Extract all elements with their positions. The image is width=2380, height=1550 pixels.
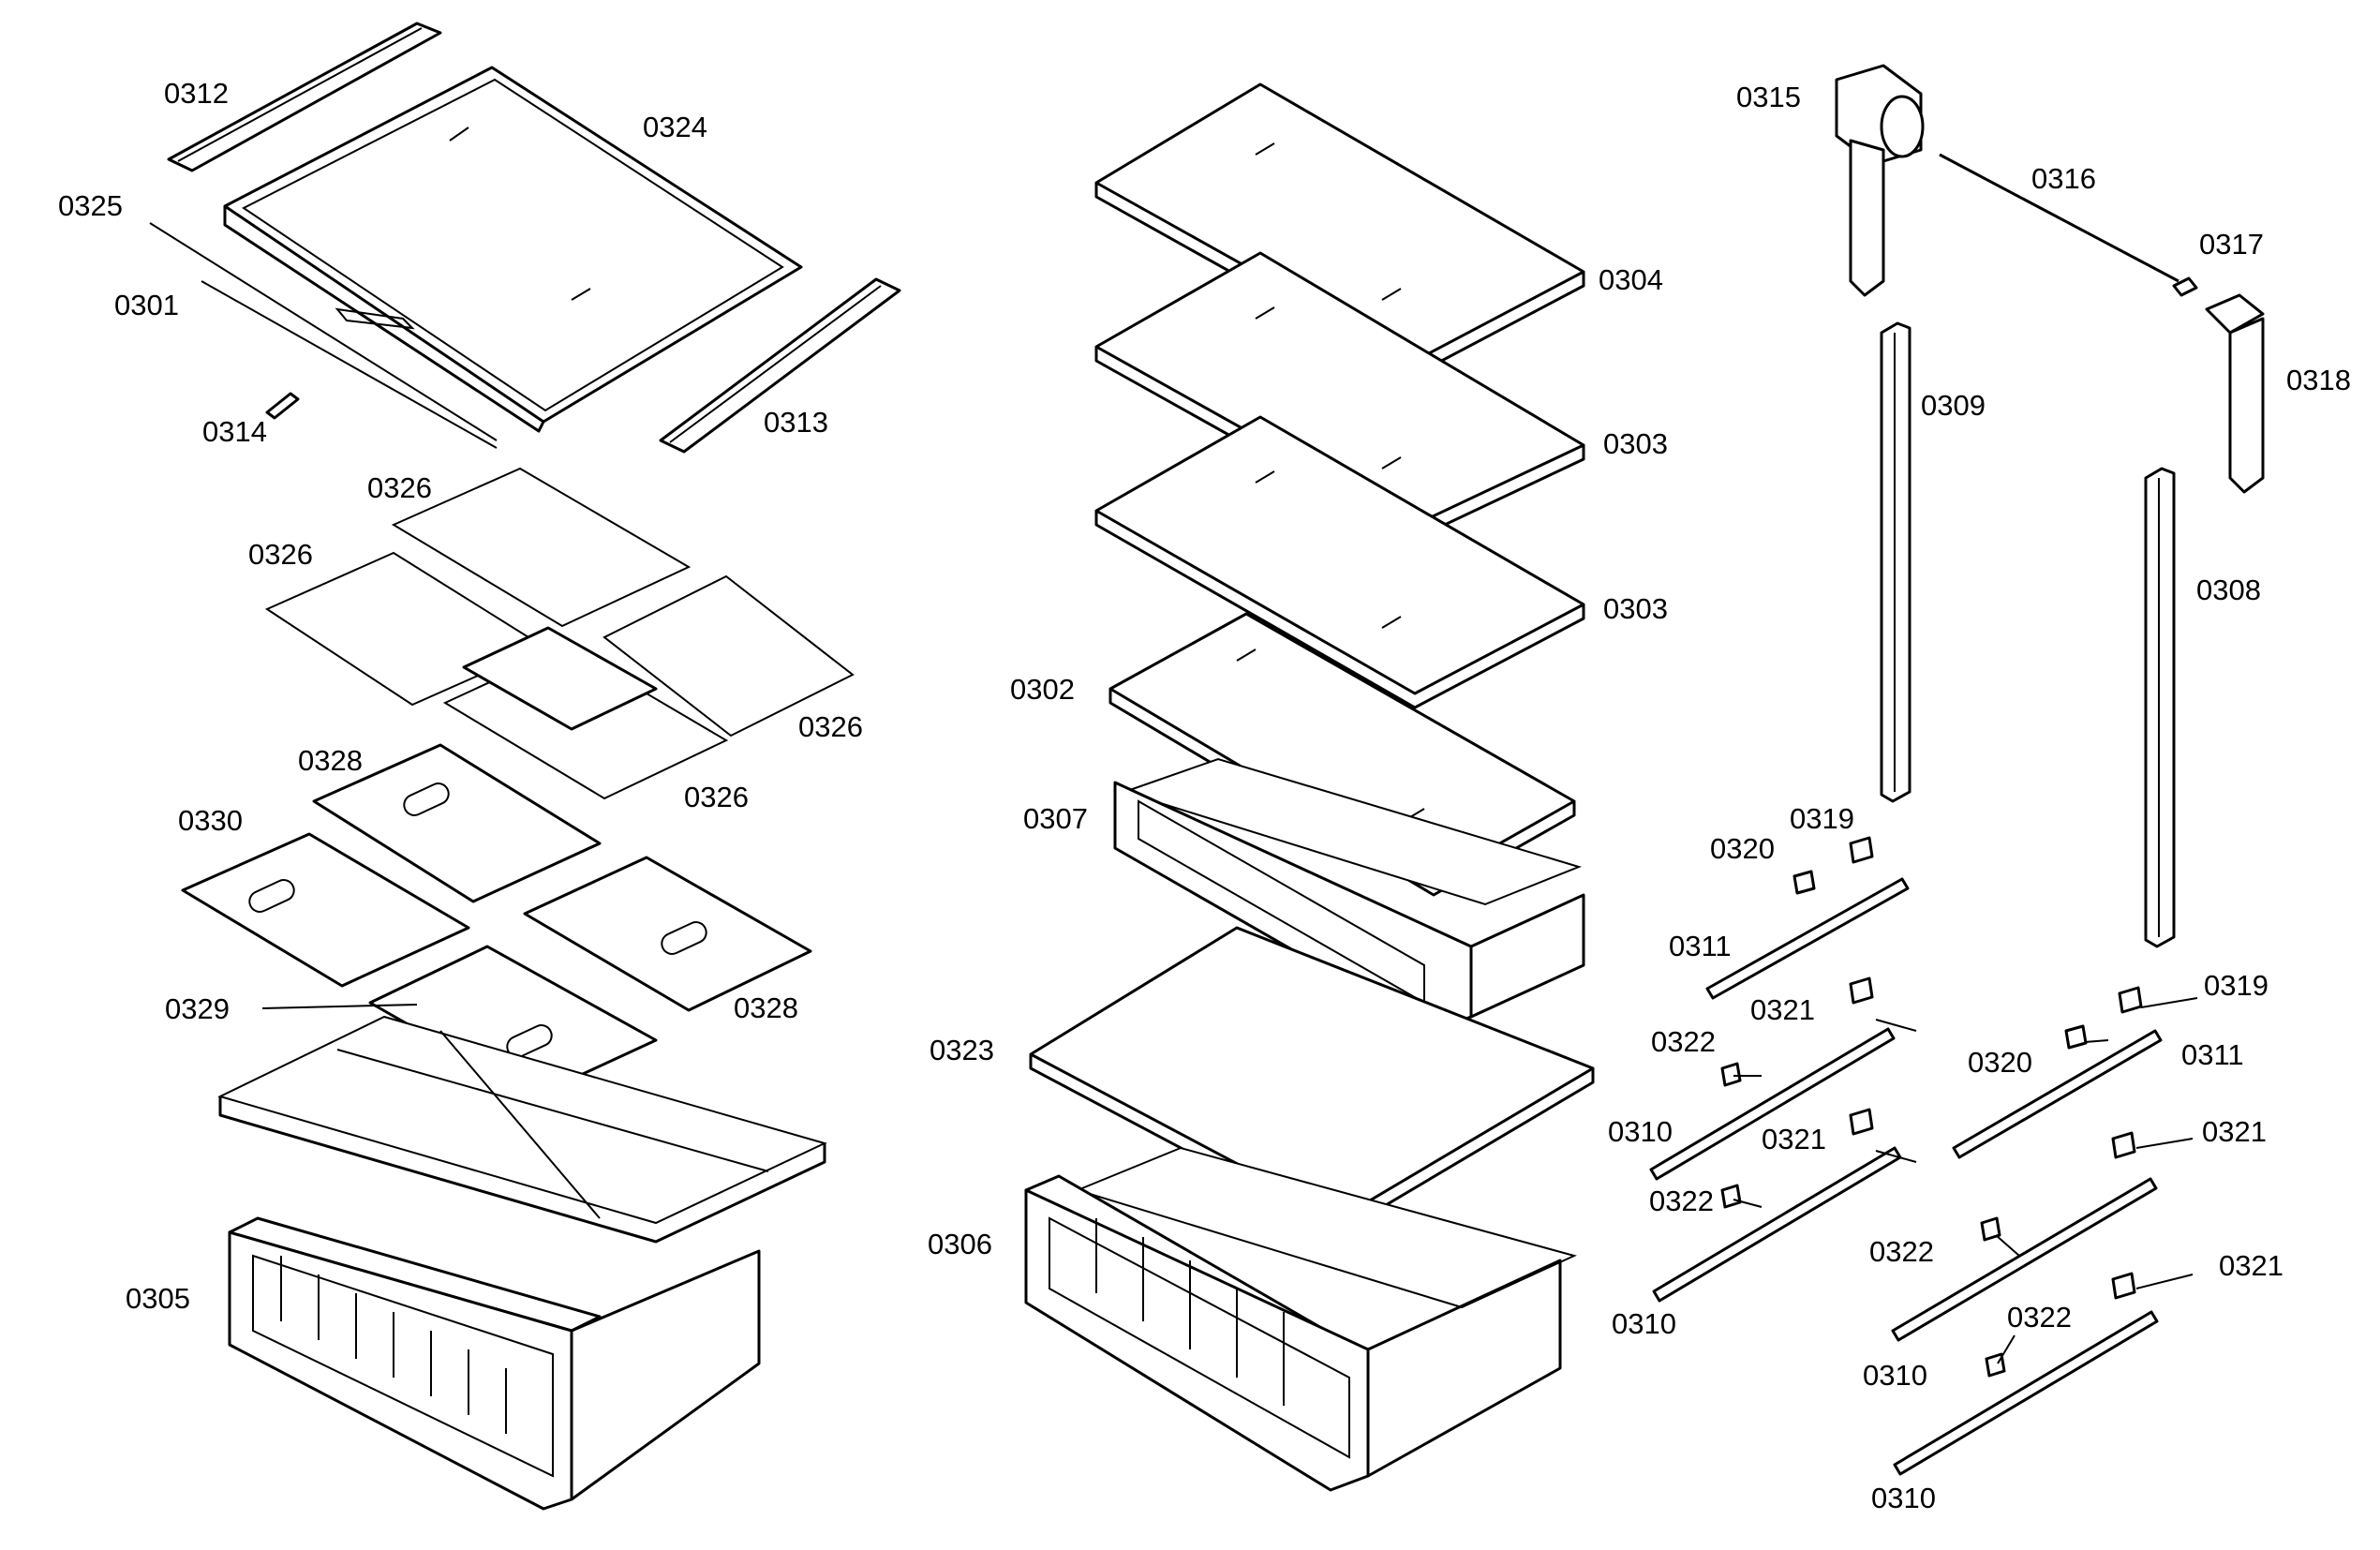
- callout-0330: 0330: [178, 804, 243, 837]
- callout-0315: 0315: [1736, 81, 1801, 113]
- callout-0321: 0321: [2202, 1115, 2267, 1148]
- callout-0303: 0303: [1603, 592, 1668, 625]
- callout-0322: 0322: [1649, 1185, 1714, 1217]
- part-0322-clip-left-a: [1720, 1062, 1742, 1087]
- callout-0320: 0320: [1710, 832, 1775, 865]
- part-0309-rail: [1880, 321, 1911, 803]
- part-0303-glass-shelf-lower: [1094, 415, 1585, 709]
- part-0320-clip-left: [1792, 870, 1816, 895]
- part-0313-trim-strip: [659, 277, 901, 454]
- part-0310-slide-right-b: [1893, 1310, 2159, 1476]
- callout-0324: 0324: [643, 111, 707, 143]
- callout-0304: 0304: [1599, 263, 1663, 296]
- part-0321-clip-right-b: [2111, 1272, 2136, 1300]
- part-0322-clip-left-b: [1720, 1184, 1742, 1209]
- callout-0309: 0309: [1921, 389, 1986, 422]
- part-0322-clip-right-a: [1980, 1216, 2001, 1242]
- callout-0319: 0319: [1790, 802, 1854, 835]
- callout-0329: 0329: [165, 992, 230, 1025]
- callout-0320: 0320: [1968, 1046, 2032, 1079]
- part-0320-clip-right: [2064, 1024, 2088, 1050]
- callout-0310: 0310: [1871, 1482, 1936, 1514]
- callout-0321: 0321: [1762, 1123, 1826, 1155]
- callout-0310: 0310: [1863, 1359, 1927, 1392]
- callout-0321: 0321: [1750, 993, 1815, 1026]
- callout-0312: 0312: [164, 77, 229, 110]
- part-0318-bracket: [2205, 293, 2265, 494]
- callout-0326: 0326: [684, 781, 749, 813]
- callout-0328: 0328: [298, 744, 363, 777]
- part-0324-glass-shelf: [223, 66, 803, 433]
- callout-0326: 0326: [798, 710, 863, 743]
- callout-0310: 0310: [1612, 1307, 1676, 1340]
- part-0305-crisper-bin: [217, 1015, 827, 1511]
- part-0319-clip-left: [1849, 836, 1874, 864]
- callout-0322: 0322: [1651, 1025, 1716, 1058]
- callout-0322: 0322: [1869, 1235, 1934, 1268]
- leader-lines: [1733, 997, 2198, 1364]
- part-0301-rod: [201, 280, 498, 449]
- callout-0319: 0319: [2204, 969, 2268, 1002]
- callout-0326: 0326: [248, 538, 313, 571]
- part-0311-slide-right: [1952, 1029, 2163, 1159]
- callout-0308: 0308: [2196, 574, 2261, 606]
- part-0317-coupling: [2172, 276, 2198, 297]
- callout-0328: 0328: [734, 991, 798, 1024]
- callout-0301: 0301: [114, 289, 179, 321]
- part-0325-rod: [149, 222, 498, 441]
- callout-0307: 0307: [1023, 802, 1088, 835]
- callout-0318: 0318: [2286, 364, 2351, 396]
- callout-0325: 0325: [58, 189, 123, 222]
- callout-0323: 0323: [930, 1034, 994, 1066]
- callout-0311: 0311: [1669, 930, 1732, 962]
- part-0306-crisper-bin: [1024, 1146, 1577, 1492]
- callout-0303: 0303: [1603, 427, 1668, 460]
- part-0310-slide-right-a: [1891, 1177, 2158, 1342]
- callout-0321: 0321: [2219, 1249, 2283, 1282]
- callout-0305: 0305: [126, 1282, 190, 1315]
- callout-0310: 0310: [1608, 1115, 1673, 1148]
- callout-0302: 0302: [1010, 673, 1075, 706]
- part-0321-clip-left-b: [1849, 1108, 1874, 1136]
- callout-0313: 0313: [764, 406, 828, 439]
- part-0321-clip-right-a: [2111, 1131, 2136, 1159]
- part-0314-clip: [265, 392, 300, 420]
- part-0312-trim-strip: [167, 22, 442, 172]
- part-0311-slide-left: [1705, 877, 1910, 1000]
- callout-0317: 0317: [2199, 228, 2264, 261]
- part-0319-clip-right: [2118, 986, 2143, 1014]
- callout-0314: 0314: [202, 415, 267, 448]
- callout-0306: 0306: [928, 1228, 992, 1260]
- part-0310-slide-left-a: [1649, 1027, 1896, 1181]
- part-0308-rail: [2144, 467, 2176, 948]
- callout-0311: 0311: [2181, 1038, 2244, 1071]
- part-0326-grate-mats: [264, 467, 855, 800]
- callout-0326: 0326: [367, 471, 432, 504]
- part-0316-shaft: [1939, 153, 2179, 283]
- part-0315-motor: [1835, 64, 1925, 297]
- callout-0322: 0322: [2007, 1301, 2072, 1334]
- part-0321-clip-left-a: [1849, 976, 1874, 1005]
- part-0310-slide-left-b: [1652, 1146, 1902, 1303]
- callout-0316: 0316: [2031, 162, 2096, 195]
